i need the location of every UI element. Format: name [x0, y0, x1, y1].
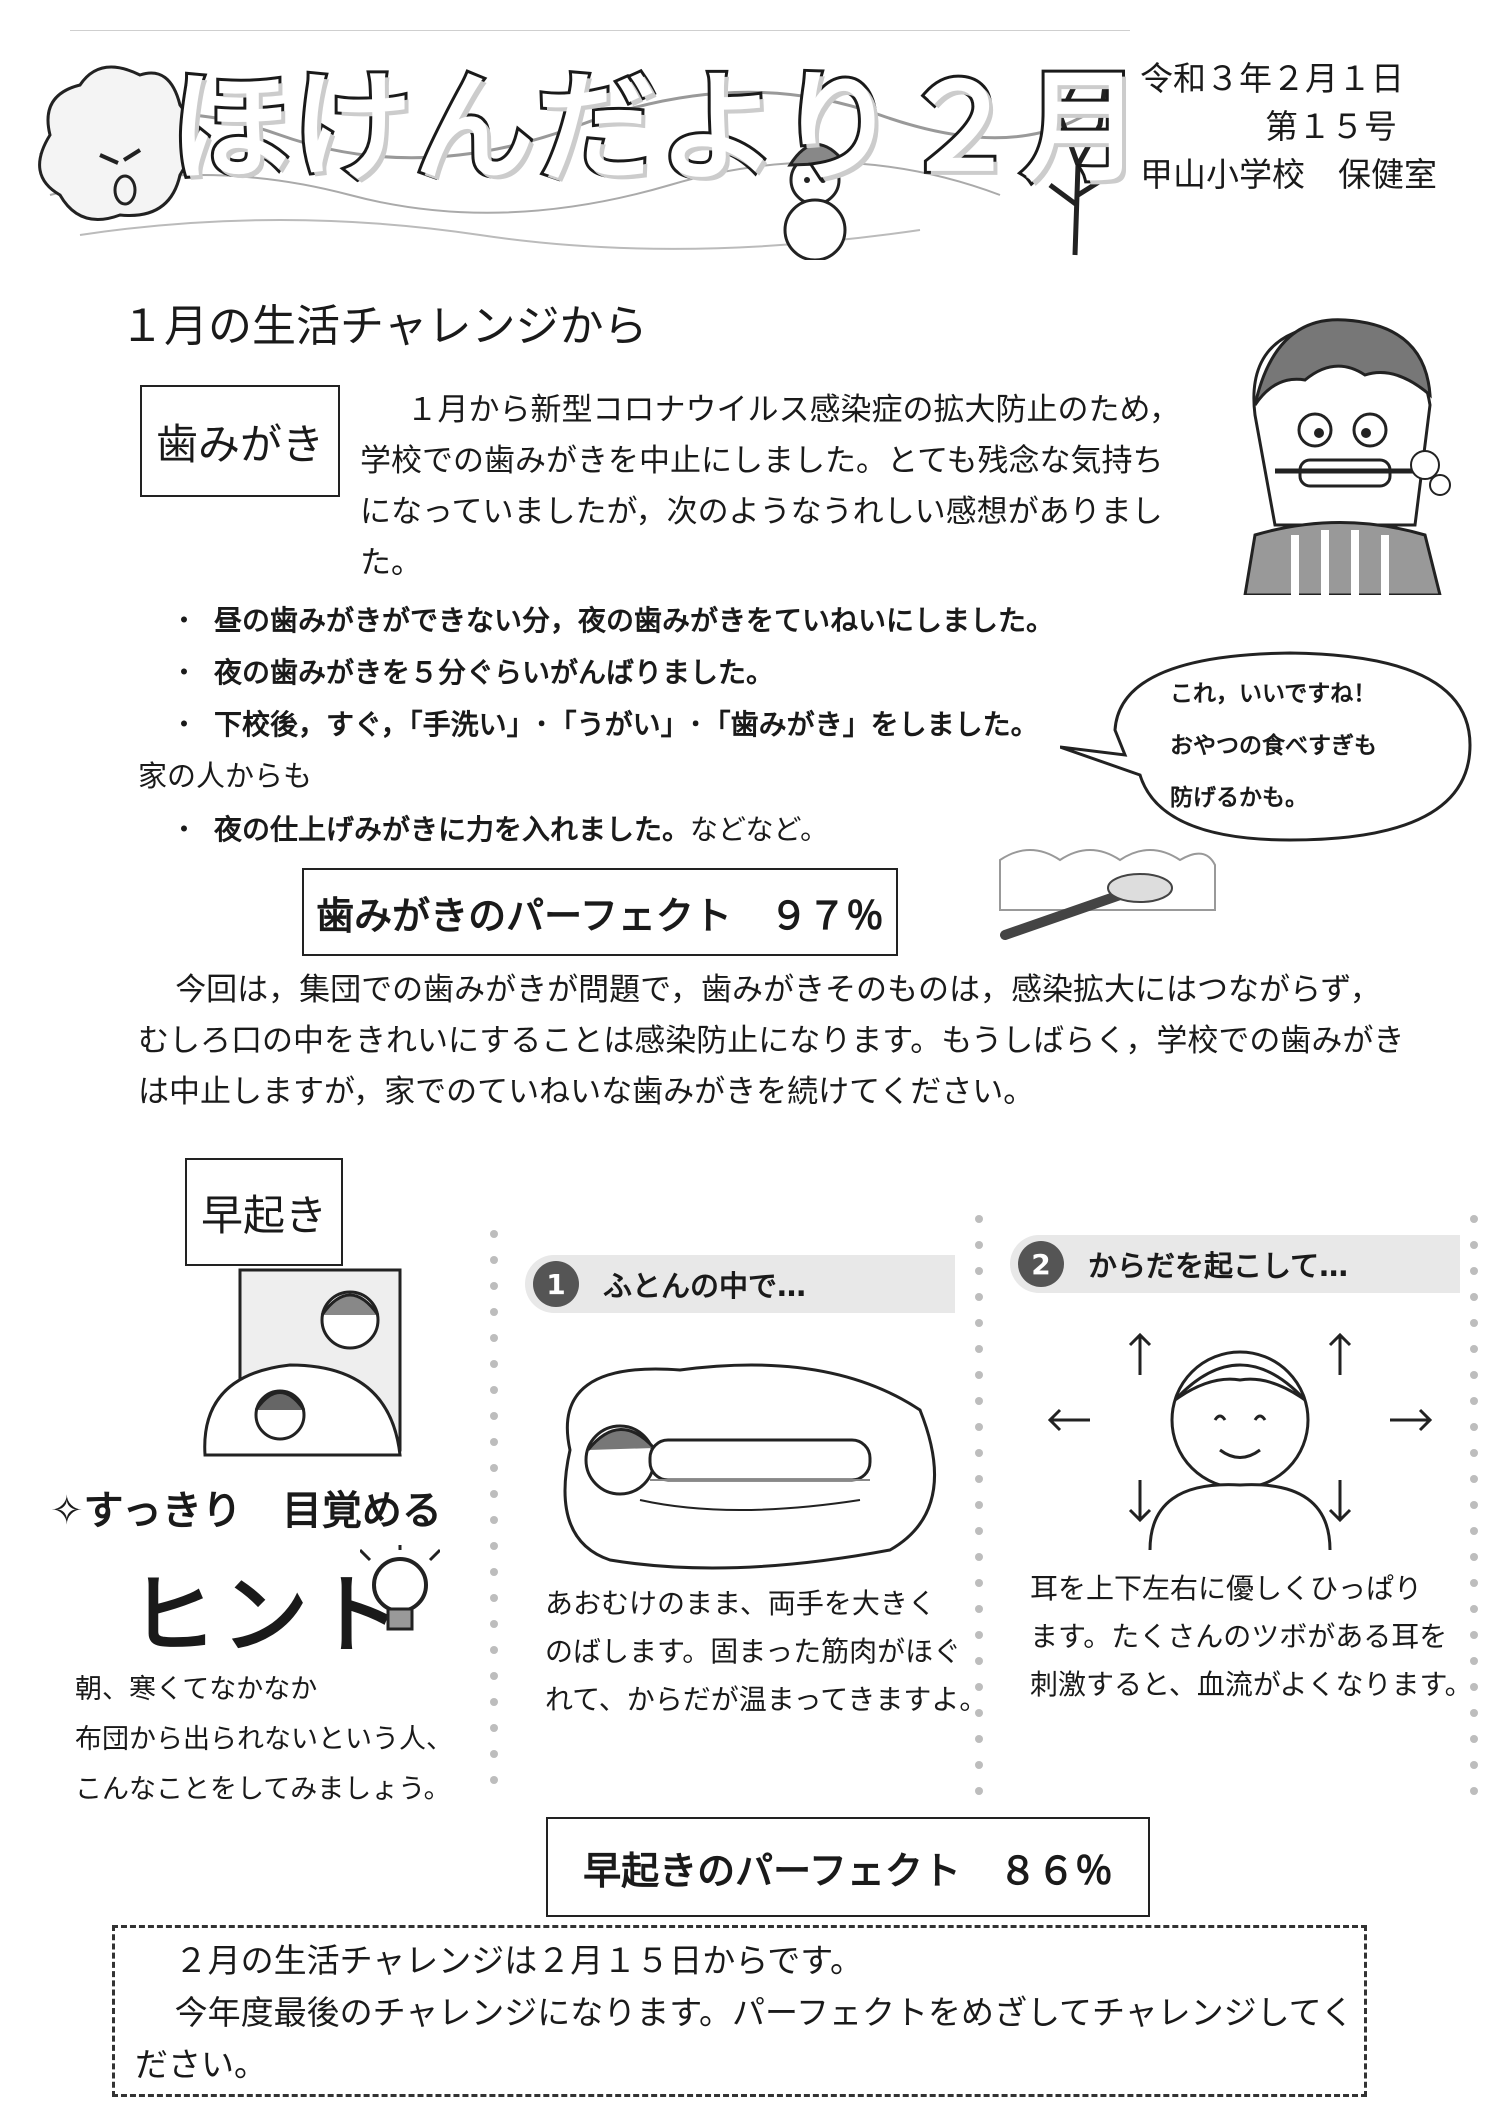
toothbrushing-intro: １月から新型コロナウイルス感染症の拡大防止のため，学校での歯みがきを中止にしまし… — [360, 385, 1180, 589]
early-rising-label: 早起き — [185, 1158, 343, 1266]
step2-number: 2 — [1018, 1241, 1064, 1287]
sparkle-icon: ✧ — [50, 1488, 84, 1534]
family-label: 家の人からも — [138, 759, 313, 793]
child-in-futon-illustration — [203, 1268, 402, 1457]
hint-title-text: すっきり 目覚める — [83, 1488, 442, 1534]
toothbrush-teeth-illustration — [999, 849, 1216, 940]
speech-bubble-text: これ，いいですね！ おやつの食べすぎも 防げるかも。 — [1170, 668, 1377, 824]
family-bullet: ・夜の仕上げみがきに力を入れました。などなど。 — [170, 808, 828, 848]
step2-line: 耳を上下左右に優しくひっぱり — [1030, 1572, 1423, 1605]
step1-title: ふとんの中で… — [603, 1269, 807, 1303]
boy-brushing-teeth-illustration — [1243, 318, 1451, 595]
bare-tree-icon — [1047, 83, 1112, 256]
bullet-dot: ・ — [170, 813, 199, 846]
speech-line: これ，いいですね！ — [1170, 681, 1377, 707]
ear-pull-illustration — [1047, 1332, 1433, 1551]
school-name: 甲山小学校 保健室 — [1140, 155, 1437, 194]
list-item: 昼の歯みがきができない分，夜の歯みがきをていねいにしました。 — [170, 595, 1170, 647]
section-title: １月の生活チャレンジから — [120, 301, 648, 352]
toothbrushing-label: 歯みがき — [140, 385, 340, 497]
dotted-divider — [490, 1230, 500, 1802]
toothbrushing-intro-text: １月から新型コロナウイルス感染症の拡大防止のため，学校での歯みがきを中止にしまし… — [360, 392, 1180, 581]
speech-line: おやつの食べすぎも — [1170, 733, 1377, 759]
snowman-icon — [783, 143, 849, 260]
note-box — [112, 1925, 1367, 2097]
speech-line: 防げるかも。 — [1170, 785, 1308, 811]
toothbrushing-perfect-rate: 歯みがきのパーフェクト ９７％ — [302, 868, 898, 956]
issue-info: 令和３年２月１日 第１５号 甲山小学校 保健室 — [1140, 55, 1437, 199]
hint-text: 朝、寒くてなかなか 布団から出られないという人、 こんなことをしてみましょう。 — [75, 1665, 453, 1815]
speech-bubble — [1060, 651, 1472, 842]
step1-ribbon: 1 ふとんの中で… — [525, 1255, 955, 1313]
step1-text: あおむけのまま、両手を大きく のばします。固まった筋肉がほぐ れて、からだが温ま… — [545, 1580, 988, 1724]
step1-line: れて、からだが温まってきますよ。 — [545, 1683, 988, 1716]
step2-line: ます。たくさんのツボがある耳を — [1030, 1620, 1448, 1653]
family-bullet-suffix: などなど。 — [690, 813, 829, 846]
stretch-in-futon-illustration — [563, 1363, 937, 1570]
step1-line: のばします。固まった筋肉がほぐ — [545, 1635, 962, 1668]
family-bullet-text: 夜の仕上げみがきに力を入れました。 — [214, 813, 691, 846]
list-item: 下校後，すぐ，「手洗い」･「うがい」･「歯みがき」をしました。 — [170, 699, 1170, 751]
step2-title: からだを起こして… — [1088, 1249, 1349, 1283]
newsletter-title: ほけんだより２月 — [167, 54, 1145, 201]
arrows-icon — [1047, 1332, 1433, 1523]
early-rising-perfect-rate: 早起きのパーフェクト ８６％ — [546, 1817, 1150, 1917]
light-bulb-icon — [360, 1545, 440, 1631]
issue-date: 令和３年２月１日 — [1140, 59, 1404, 98]
note-text: ２月の生活チャレンジは２月１５日からです。 今年度最後のチャレンジになります。パ… — [135, 1935, 1355, 2091]
issue-number: 第１５号 — [1265, 107, 1397, 146]
dotted-divider — [1470, 1215, 1480, 1813]
note-line: 今年度最後のチャレンジになります。パーフェクトをめざしてチャレンジしてください。 — [135, 1993, 1354, 2084]
step2-text: 耳を上下左右に優しくひっぱり ます。たくさんのツボがある耳を 刺激すると、血流が… — [1030, 1565, 1473, 1709]
title-decoration — [38, 65, 1112, 260]
step1-line: あおむけのまま、両手を大きく — [545, 1587, 936, 1620]
toothbrushing-paragraph-text: 今回は，集団での歯みがきが問題で，歯みがきそのものは，感染拡大にはつながらず，む… — [138, 972, 1405, 1110]
wind-cloud-icon — [38, 65, 194, 221]
step1-number: 1 — [533, 1261, 579, 1307]
hint-line: こんなことをしてみましょう。 — [75, 1774, 451, 1805]
step2-ribbon: 2 からだを起こして… — [1010, 1235, 1460, 1293]
toothbrushing-bullets: 昼の歯みがきができない分，夜の歯みがきをていねいにしました。 夜の歯みがきを５分… — [170, 595, 1170, 751]
note-line: ２月の生活チャレンジは２月１５日からです。 — [174, 1941, 863, 1980]
header-rule — [70, 30, 1130, 31]
list-item: 夜の歯みがきを５分ぐらいがんばりました。 — [170, 647, 1170, 699]
toothbrushing-paragraph: 今回は，集団での歯みがきが問題で，歯みがきそのものは，感染拡大にはつながらず，む… — [138, 965, 1408, 1118]
hint-line: 布団から出られないという人、 — [75, 1724, 453, 1755]
hint-line: 朝、寒くてなかなか — [75, 1674, 318, 1705]
step2-line: 刺激すると、血流がよくなります。 — [1030, 1668, 1473, 1701]
dotted-divider — [975, 1215, 985, 1813]
hint-heading: ヒント — [130, 1566, 406, 1666]
hint-title: ✧すっきり 目覚める — [50, 1478, 442, 1536]
